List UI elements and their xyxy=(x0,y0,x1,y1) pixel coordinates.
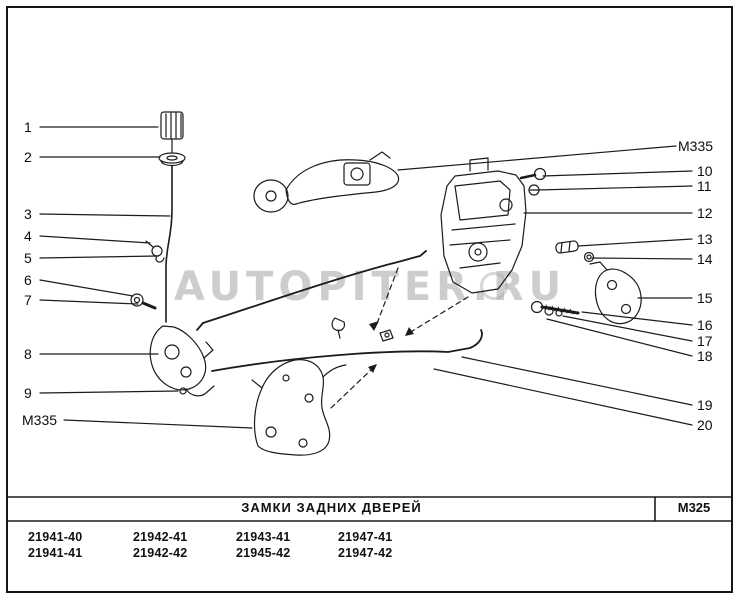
connecting-rods-drawing xyxy=(196,250,483,372)
callout-left-4: 4 xyxy=(24,228,32,244)
callout-right-18: 18 xyxy=(697,348,713,364)
door-lock-drawing xyxy=(440,157,527,294)
callout-right-16: 16 xyxy=(697,317,713,333)
callout-left-9: 9 xyxy=(24,385,32,401)
callout-left-7: 7 xyxy=(24,292,32,308)
callout-right-12: 12 xyxy=(697,205,713,221)
watermark-ring-icon xyxy=(480,272,508,300)
leader-lines-left xyxy=(39,126,253,429)
table-title: ЗАМКИ ЗАДНИХ ДВЕРЕЙ xyxy=(241,500,422,515)
mounting-screws-drawing xyxy=(519,167,547,196)
part-number: 21941-40 xyxy=(28,530,83,544)
table-code: M325 xyxy=(677,500,711,515)
callout-left-1: 1 xyxy=(24,119,32,135)
center-clips-drawing xyxy=(331,317,394,342)
callout-right-15: 15 xyxy=(697,290,713,306)
callout-left-8: 8 xyxy=(24,346,32,362)
grommet-drawing xyxy=(158,152,186,167)
vertical-rod-drawing xyxy=(165,165,173,323)
part-number: 21941-41 xyxy=(28,546,83,560)
table-rules xyxy=(7,496,733,522)
lock-knob-drawing xyxy=(160,111,184,153)
part-number: 21945-42 xyxy=(236,546,291,560)
callout-right-14: 14 xyxy=(697,251,713,267)
callout-left-m335: M335 xyxy=(22,412,58,428)
inner-lever-drawing xyxy=(149,325,215,397)
callout-right-19: 19 xyxy=(697,397,713,413)
part-number: 21942-41 xyxy=(133,530,188,544)
callout-left-6: 6 xyxy=(24,272,32,288)
part-number: 21942-42 xyxy=(133,546,188,560)
bolt-washers-drawing xyxy=(530,300,580,317)
callout-left-2: 2 xyxy=(24,149,32,165)
part-number: 21947-41 xyxy=(338,530,393,544)
door-inner-bracket-drawing xyxy=(251,359,347,456)
callout-right-11: 11 xyxy=(697,178,712,194)
callout-right-10: 10 xyxy=(697,163,713,179)
callout-right-13: 13 xyxy=(697,231,713,247)
callout-left-5: 5 xyxy=(24,250,32,266)
part-number: 21943-41 xyxy=(236,530,291,544)
rod-clip-drawing xyxy=(145,240,165,263)
callout-right-20: 20 xyxy=(697,417,713,433)
leader-lines-right xyxy=(397,145,693,426)
callout-left-3: 3 xyxy=(24,206,32,222)
part-number: 21947-42 xyxy=(338,546,393,560)
callout-right-m335: M335 xyxy=(678,138,714,154)
callout-right-17: 17 xyxy=(697,333,713,349)
door-handle-drawing xyxy=(253,151,400,213)
assembly-arrows xyxy=(330,267,469,409)
assembly-arrowheads xyxy=(368,321,414,373)
bushing-drawing xyxy=(555,240,595,263)
striker-bracket-drawing xyxy=(589,261,642,325)
screw-drawing xyxy=(130,293,157,310)
